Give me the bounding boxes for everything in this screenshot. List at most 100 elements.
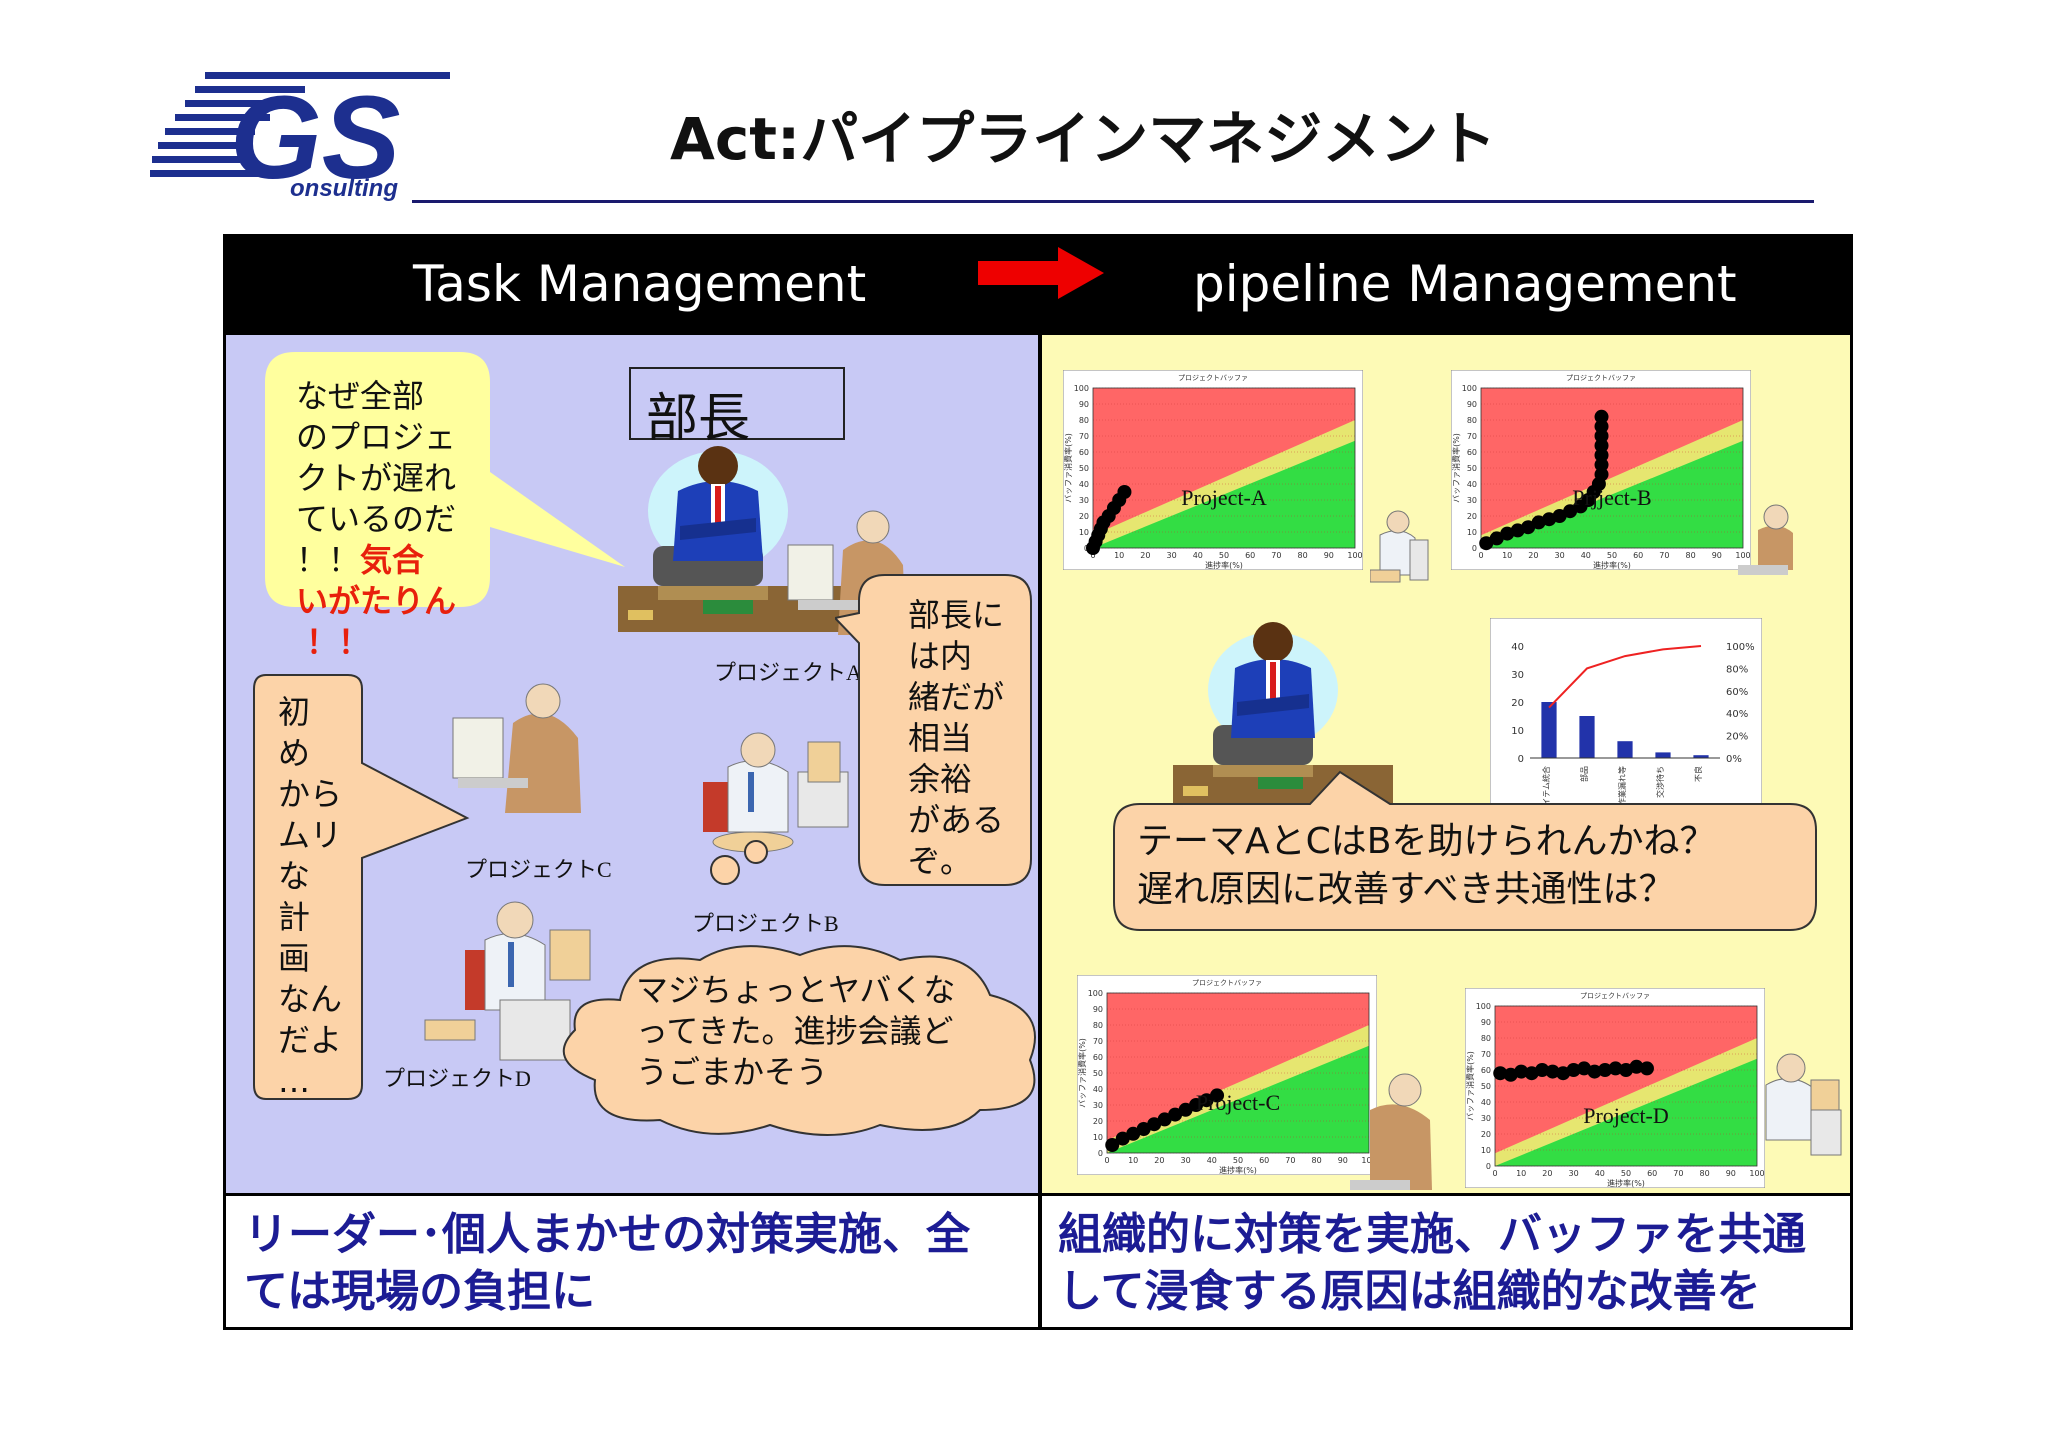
data-point xyxy=(1608,1061,1623,1076)
data-point xyxy=(1479,536,1494,551)
y-tick-label: 10 xyxy=(1467,528,1477,537)
project-label-c: プロジェクトC xyxy=(465,857,612,882)
x-tick-label: 0 xyxy=(1478,551,1483,560)
y-tick-label: 0 xyxy=(1098,1149,1103,1158)
worker-small-icon xyxy=(1765,1053,1842,1156)
category-label: 部品 xyxy=(1579,766,1589,782)
x-tick-label: 40 xyxy=(1207,1156,1217,1165)
y-tick-label: 100 xyxy=(1088,989,1103,998)
x-tick-label: 30 xyxy=(1181,1156,1191,1165)
category-label: アイテム統合 xyxy=(1541,766,1551,813)
x-tick-label: 50 xyxy=(1607,551,1617,560)
x-tick-label: 80 xyxy=(1312,1156,1322,1165)
page-title: Act:パイプラインマネジメント xyxy=(670,105,1497,173)
data-point xyxy=(1147,1117,1162,1132)
y-tick-label: 90 xyxy=(1079,400,1089,409)
y-axis-label: バッファ消費率(%) xyxy=(1451,433,1461,503)
data-point xyxy=(1535,1063,1550,1077)
worker-small-icon xyxy=(1738,504,1793,575)
green-zone xyxy=(1093,440,1355,548)
x-tick-label: 20 xyxy=(1528,551,1538,560)
y-tick-label: 30 xyxy=(1481,1114,1491,1123)
x-tick-label: 20 xyxy=(1140,551,1150,560)
y-tick-label: 50 xyxy=(1079,464,1089,473)
y-tick-label: 70 xyxy=(1481,1050,1491,1059)
y-tick-label: 0 xyxy=(1472,544,1477,553)
panel-divider xyxy=(1038,335,1042,1327)
data-point xyxy=(1563,504,1578,519)
y-tick-label: 100 xyxy=(1462,384,1477,393)
data-point xyxy=(1594,467,1609,482)
data-point xyxy=(1594,457,1609,472)
x-tick-label: 100 xyxy=(1361,1156,1376,1165)
y-tick-label: 20 xyxy=(1481,1130,1491,1139)
bar xyxy=(1579,716,1595,758)
y-tick-label: 0 xyxy=(1486,1162,1491,1171)
manager-figure-icon xyxy=(1173,622,1393,808)
y2-tick-label: 40% xyxy=(1726,709,1748,720)
x-tick-label: 80 xyxy=(1700,1169,1710,1178)
bottom-rule xyxy=(226,1193,1850,1196)
gs-consulting-logo: GS onsulting xyxy=(150,72,450,201)
why-line: なぜ全部 xyxy=(296,377,425,415)
y-tick-label: 30 xyxy=(1093,1101,1103,1110)
bucho-label-box xyxy=(629,367,845,440)
cloud-line: ってきた。進捗会議ど xyxy=(636,1012,954,1050)
x-tick-label: 40 xyxy=(1193,551,1203,560)
data-point xyxy=(1594,409,1609,424)
y-tick-label: 30 xyxy=(1511,670,1524,681)
x-tick-label: 80 xyxy=(1686,551,1696,560)
data-point xyxy=(1594,429,1609,443)
x-axis-label: 進捗率(%) xyxy=(1593,560,1631,570)
chart-frame xyxy=(1490,618,1762,814)
y-tick-label: 10 xyxy=(1511,726,1524,737)
x-tick-label: 70 xyxy=(1271,551,1281,560)
logo-mark: GS xyxy=(230,72,401,201)
bar xyxy=(1693,755,1709,758)
right-column-title: pipeline Management xyxy=(1193,255,1737,313)
y-tick-label: 60 xyxy=(1481,1066,1491,1075)
y-tick-label: 40 xyxy=(1079,480,1089,489)
column-header-bar xyxy=(226,237,1850,335)
y-tick-label: 50 xyxy=(1467,464,1477,473)
bottom-right-line: 組織的に対策を実施、バッファを共通 xyxy=(1058,1209,1806,1260)
data-point xyxy=(1189,1098,1204,1112)
why-red-text: ！！ xyxy=(306,623,371,661)
worker-small-icon xyxy=(1370,510,1429,583)
data-point xyxy=(1210,1088,1225,1103)
chart-title: プロジェクトバッファ xyxy=(1566,374,1636,382)
y-tick-label: 100 xyxy=(1074,384,1089,393)
why-bubble-text: なぜ全部 のプロジェ クトが遅れ ているのだ ！！気合 いがたりん ！！ xyxy=(296,376,526,663)
title-underline xyxy=(412,200,1814,203)
y-tick-label: 20 xyxy=(1093,1117,1103,1126)
x-tick-label: 60 xyxy=(1259,1156,1269,1165)
y2-tick-label: 100% xyxy=(1726,642,1755,653)
project-label: Project-A xyxy=(1181,485,1267,510)
x-tick-label: 100 xyxy=(1749,1169,1764,1178)
naisho-bubble-text: 部長に は内 緒だが 相当 余裕 がある ぞ。 xyxy=(908,596,1005,880)
data-point xyxy=(1594,438,1609,453)
y-tick-label: 10 xyxy=(1481,1146,1491,1155)
data-point xyxy=(1521,520,1536,535)
bottom-left-line: ては現場の負担に xyxy=(244,1266,596,1317)
y-tick-label: 80 xyxy=(1079,416,1089,425)
plot-border xyxy=(1092,387,1356,549)
y-tick-label: 60 xyxy=(1467,448,1477,457)
x-tick-label: 20 xyxy=(1542,1169,1552,1178)
data-point xyxy=(1629,1059,1644,1074)
y2-tick-label: 80% xyxy=(1726,664,1748,675)
plot-border xyxy=(1480,387,1744,549)
y-tick-label: 40 xyxy=(1467,480,1477,489)
x-tick-label: 40 xyxy=(1595,1169,1605,1178)
x-tick-label: 10 xyxy=(1516,1169,1526,1178)
naisho-bubble-shape xyxy=(835,574,1032,886)
x-tick-label: 30 xyxy=(1555,551,1565,560)
x-axis-label: 進捗率(%) xyxy=(1219,1165,1257,1175)
y-tick-label: 30 xyxy=(1079,496,1089,505)
worker-d-icon xyxy=(424,901,591,1061)
y-tick-label: 20 xyxy=(1079,512,1089,521)
data-point xyxy=(1115,1131,1130,1146)
category-label: 不良 xyxy=(1693,766,1703,782)
category-label: 作業漏れ等 xyxy=(1617,766,1627,806)
x-tick-label: 80 xyxy=(1298,551,1308,560)
